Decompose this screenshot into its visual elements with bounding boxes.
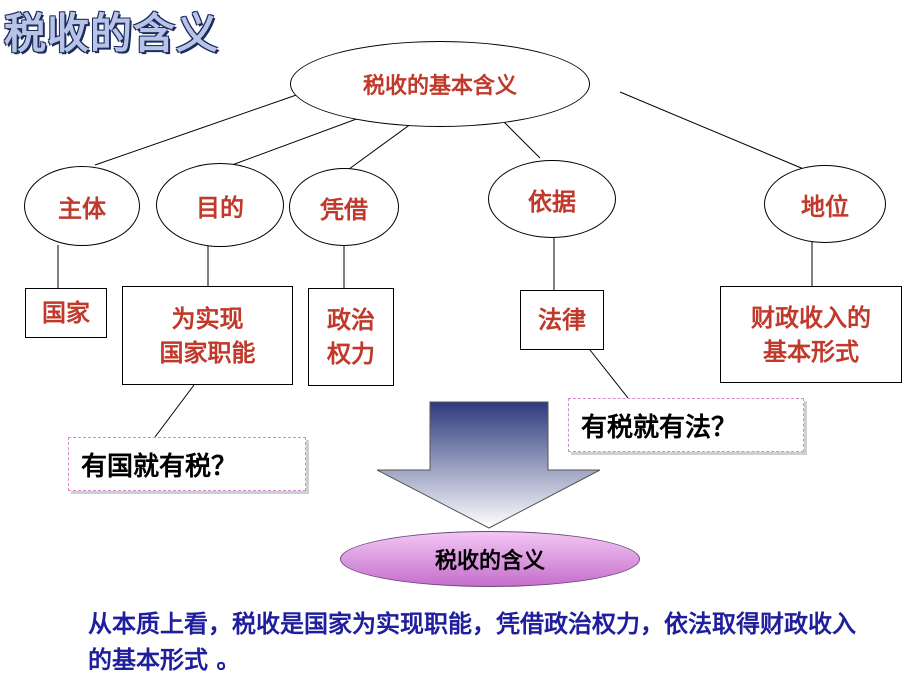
connector-root-subject — [94, 91, 306, 166]
connector-purpose-question — [154, 384, 195, 438]
down-arrow — [376, 401, 601, 529]
value-purpose-box: 为实现 国家职能 — [122, 286, 293, 385]
connector-law-question — [589, 349, 629, 399]
aspect-basis-node: 凭借 — [289, 168, 399, 246]
result-node: 税收的含义 — [340, 531, 640, 587]
slide-title: 税收的含义 — [4, 9, 220, 58]
summary-text: 从本质上看，税收是国家为实现职能，凭借政治权力，依法取得财政收入的基本形式 。 — [88, 610, 856, 674]
connector-root-status — [619, 91, 807, 171]
aspect-subject-node: 主体 — [24, 166, 140, 246]
connector-root-law — [499, 117, 541, 159]
value-subject-box: 国家 — [25, 288, 107, 338]
connector-root-basis — [344, 120, 416, 173]
aspect-status-node: 地位 — [764, 165, 886, 243]
value-status-box: 财政收入的 基本形式 — [720, 286, 902, 383]
question-state-tax: 有国就有税？ — [68, 437, 306, 491]
question-tax-law: 有税就有法？ — [568, 398, 804, 452]
connector-root-purpose — [231, 113, 371, 166]
aspect-law-node: 依据 — [488, 160, 616, 238]
aspect-purpose-node: 目的 — [156, 163, 284, 247]
value-law-box: 法律 — [520, 290, 604, 350]
value-basis-box: 政治 权力 — [308, 288, 394, 386]
root-node: 税收的基本含义 — [290, 41, 590, 127]
